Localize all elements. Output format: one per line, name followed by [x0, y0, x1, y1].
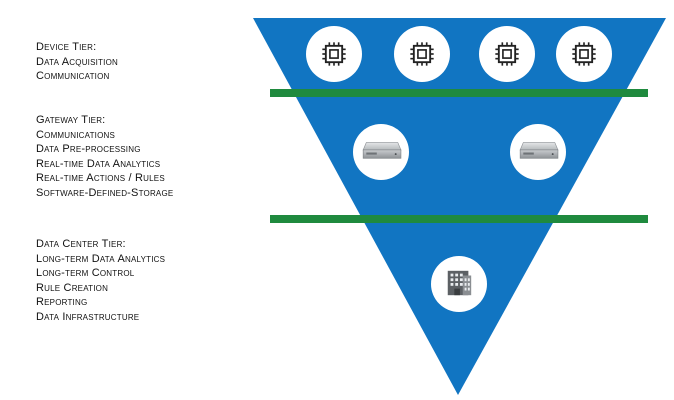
inverted-triangle	[253, 18, 666, 395]
gateway-tier-title: Gateway Tier:	[36, 114, 106, 126]
device-chip-icon-1	[306, 26, 362, 82]
device-tier-text: Device Tier: Data Acquisition Communicat…	[36, 40, 118, 84]
datacenter-tier-item: Rule Creation	[36, 281, 109, 294]
device-tier-item: Communication	[36, 70, 110, 82]
gateway-tier-item: Real-time Actions / Rules	[36, 172, 165, 184]
gateway-datacenter-divider	[270, 215, 648, 223]
device-chip-icon-3	[479, 26, 535, 82]
datacenter-tier-text: Data Center Tier: Long-term Data Analyti…	[36, 237, 165, 324]
device-tier-title: Device Tier:	[36, 41, 97, 53]
datacenter-tier-item: Data Infrastructure	[36, 310, 140, 323]
gateway-tier-item: Software-Defined-Storage	[36, 186, 174, 199]
datacenter-tier-title: Data Center Tier:	[36, 238, 126, 250]
datacenter-tier-item: Reporting	[36, 296, 88, 308]
device-tier-item: Data Acquisition	[36, 55, 118, 68]
device-chip-icon-2	[394, 26, 450, 82]
gateway-tier-text: Gateway Tier: Communications Data Pre-pr…	[36, 113, 173, 200]
gateway-tier-item: Data Pre-processing	[36, 143, 141, 155]
datacenter-tier-item: Long-term Data Analytics	[36, 252, 166, 265]
datacenter-building-icon	[431, 256, 487, 312]
gateway-tier-item: Real-time Data Analytics	[36, 157, 161, 170]
gateway-server-icon-1	[353, 124, 409, 180]
gateway-server-icon-2	[510, 124, 566, 180]
datacenter-tier-item: Long-term Control	[36, 267, 135, 279]
gateway-tier-item: Communications	[36, 128, 116, 141]
device-gateway-divider	[270, 89, 648, 97]
device-chip-icon-4	[556, 26, 612, 82]
